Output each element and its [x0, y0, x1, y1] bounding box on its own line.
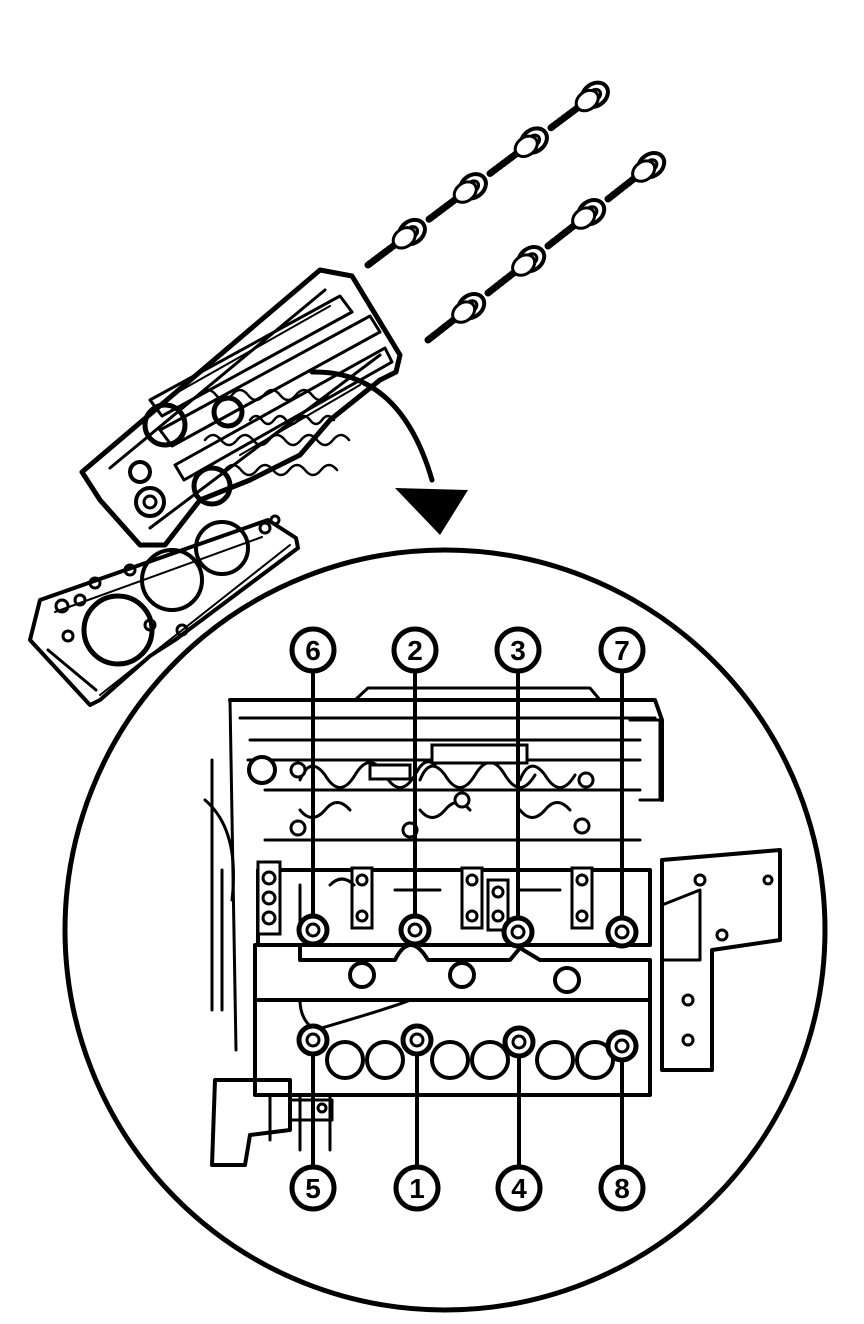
bolt-head-icon [605, 1029, 639, 1063]
cylinder-head-icon [79, 267, 403, 548]
bolt-head-icon [502, 1025, 536, 1059]
head-bolt-icon [424, 291, 487, 344]
callout-number: 1 [409, 1173, 425, 1204]
callout-7: 4 [495, 1054, 543, 1212]
head-bolt-icon [425, 172, 488, 223]
callout-circle [393, 1164, 441, 1212]
callout-5: 5 [289, 1052, 337, 1212]
head-bolt-icon [486, 126, 549, 177]
callout-circle [391, 626, 439, 674]
bolt-head-icon [296, 913, 330, 947]
callout-number: 6 [305, 635, 321, 666]
head-bolt-icon [484, 244, 547, 297]
callout-2: 2 [391, 626, 439, 918]
callout-number: 8 [614, 1173, 630, 1204]
callout-circle [495, 1164, 543, 1212]
callout-circle [598, 626, 646, 674]
head-bolt-icon [364, 217, 427, 269]
callout-circle [598, 1164, 646, 1212]
bolt-head-icon [398, 913, 432, 947]
callout-number: 2 [407, 635, 423, 666]
callout-number: 5 [305, 1173, 321, 1204]
callout-number: 3 [510, 635, 526, 666]
head-bolt-icon [544, 197, 607, 250]
head-gasket-icon [28, 514, 300, 707]
callout-number: 4 [511, 1173, 527, 1204]
callout-circle [289, 1164, 337, 1212]
bolt-head-icon [605, 915, 639, 949]
bolt-head-icon [501, 915, 535, 949]
head-bolt-icon [604, 150, 667, 203]
callout-8: 8 [598, 1058, 646, 1212]
bolt-head-icon [400, 1023, 434, 1057]
callout-number: 7 [614, 635, 630, 666]
head-bolts [364, 80, 667, 344]
curved-arrow-icon [309, 369, 468, 535]
callout-1: 6 [289, 626, 337, 918]
callout-4: 7 [598, 626, 646, 920]
callout-circle [494, 626, 542, 674]
callout-circle [289, 626, 337, 674]
callout-3: 3 [494, 626, 542, 920]
bolt-head-icon [296, 1023, 330, 1057]
head-bolt-icon [547, 80, 610, 132]
bolt-sequence-callouts: 6 2 3 7 5 1 4 8 [289, 626, 646, 1212]
detail-circle [62, 547, 828, 1313]
engine-block-detail-icon [203, 686, 782, 1167]
callout-6: 1 [393, 1052, 441, 1212]
